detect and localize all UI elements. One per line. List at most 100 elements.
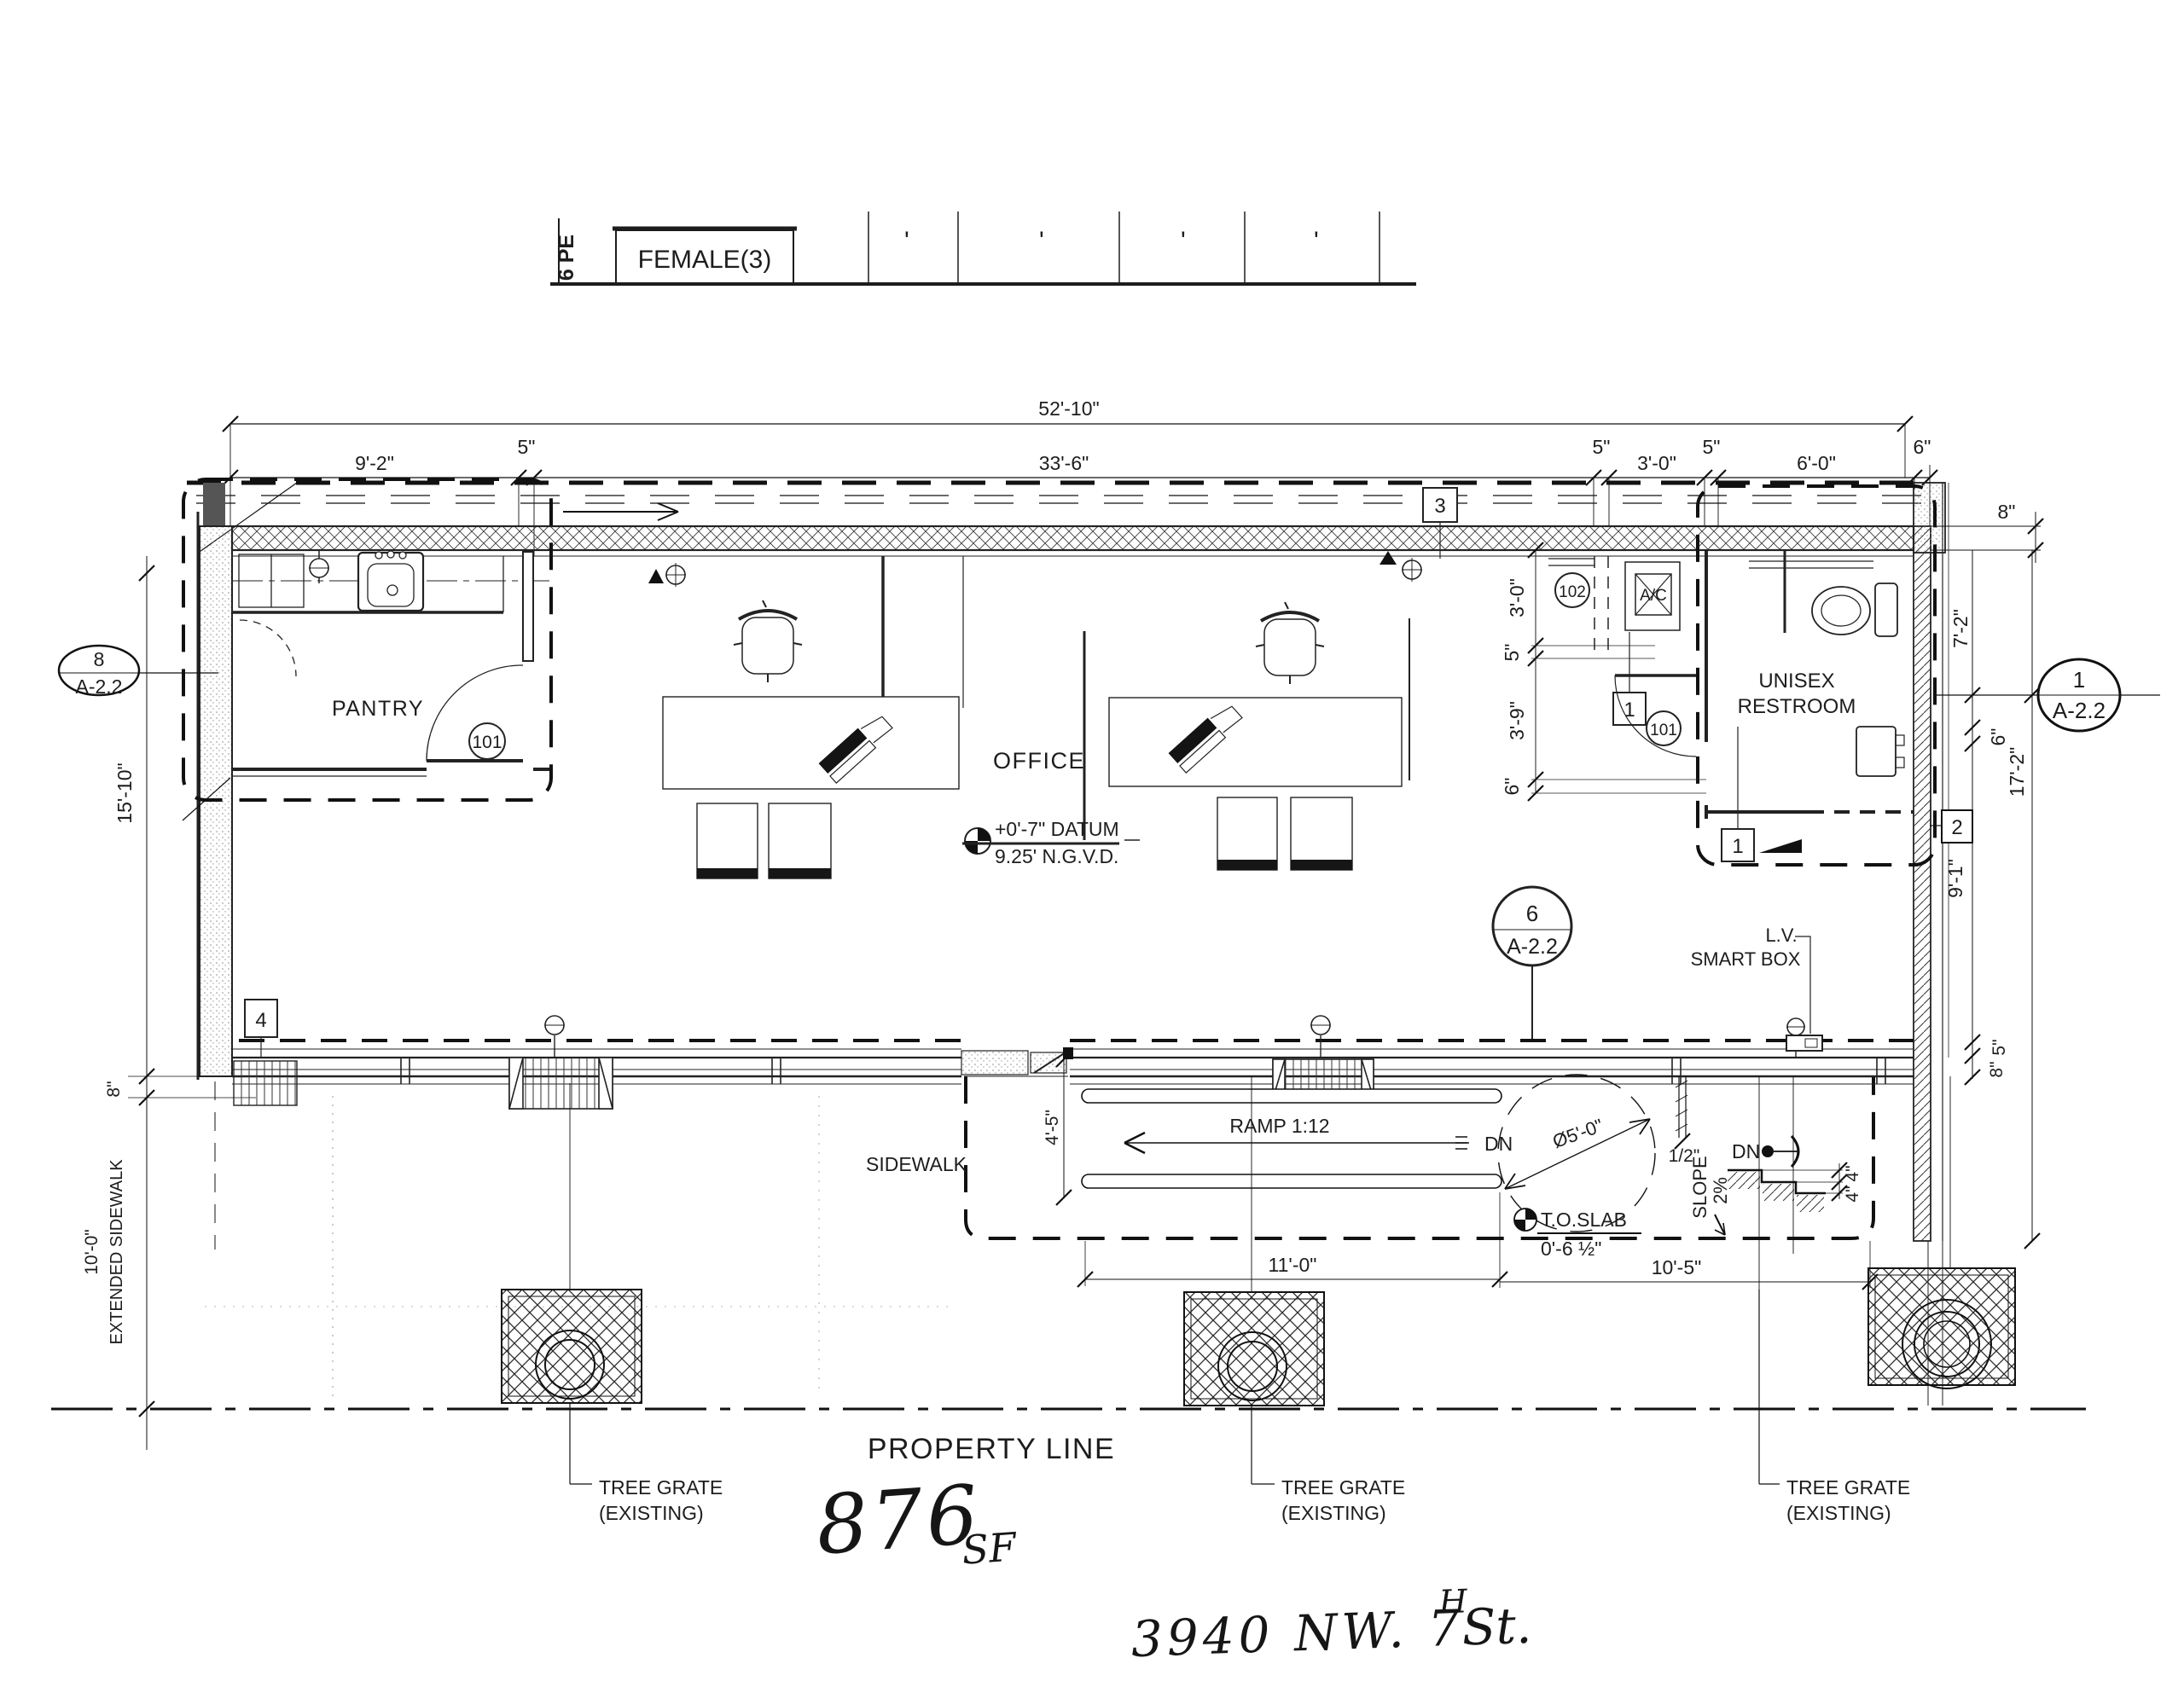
dim-l-wall: 8": [104, 1081, 124, 1097]
svg-text:1: 1: [1732, 835, 1743, 858]
svg-text:102: 102: [1559, 583, 1586, 601]
section-marker-8: 8 A-2.2: [57, 644, 218, 698]
dim-r-six: 6": [1987, 728, 2009, 746]
datum-marker: +0'-7" DATUM 9.25' N.G.V.D.: [962, 818, 1140, 867]
datum-line-2: 9.25' N.G.V.D.: [995, 845, 1118, 867]
dim-seg-4: 3'-0": [1637, 452, 1676, 474]
handwritten-address-tail: St.: [1461, 1597, 1533, 1657]
dn-label-2: DN: [1732, 1140, 1760, 1162]
restroom-area: UNISEX RESTROOM 102 A/C 1 101: [1501, 541, 1905, 862]
mullions: [400, 1058, 1886, 1084]
tree-grate-3: TREE GRATE (EXISTING): [1758, 1267, 2016, 1524]
window-sill-1: [508, 1057, 613, 1110]
site-area: TREE GRATE (EXISTING) TREE GRATE (EXISTI…: [51, 1076, 2086, 1524]
dim-r-restroom: 7'-2": [1949, 609, 1972, 648]
sink: [357, 550, 425, 612]
dim-seg-7: 6": [1914, 436, 1931, 458]
schedule-table: 6 PE FEMALE(3) ' ' ' ': [550, 212, 1416, 286]
dim-l-extwidth: 10'-0": [82, 1229, 102, 1275]
tree-grate-label-3b: (EXISTING): [1786, 1502, 1891, 1524]
east-wall: [1913, 525, 1931, 1242]
handwritten-notes: 876 SF 3940 NW. 7 H St.: [813, 1468, 1533, 1668]
faucet-symbol: [309, 550, 329, 583]
dim-seg-6: 6'-0": [1797, 452, 1836, 474]
svg-text:101: 101: [1650, 722, 1677, 739]
handwritten-address: 3940 NW. 7: [1130, 1598, 1465, 1668]
tree-grate-label-3a: TREE GRATE: [1786, 1476, 1910, 1499]
svg-text:A-2.2: A-2.2: [1507, 935, 1558, 959]
north-wall: [230, 525, 1915, 552]
expansion-joint: 1/2": [1669, 1076, 1700, 1166]
dn-steps: DN 4" 4": [1728, 1076, 1862, 1290]
tree-grate-label-1b: (EXISTING): [599, 1502, 704, 1524]
schedule-tick-2: ': [1039, 227, 1044, 255]
dim-riser-2: 4": [1843, 1186, 1862, 1202]
schedule-vertical-label: 6 PE: [555, 235, 578, 281]
dim-seg-3: 5": [1593, 436, 1611, 458]
right-dimensions: 8" 7'-2" 6" 9'-1" 5" 8" 17'-2" 1 A-2.2 2: [1930, 501, 2160, 1250]
pantry-label: PANTRY: [332, 697, 424, 721]
dim-r-walltop: 8": [1998, 501, 2016, 523]
sign-symbol-1: [544, 1015, 565, 1058]
ramp-label: RAMP 1:12: [1229, 1115, 1329, 1137]
svg-text:3: 3: [1434, 495, 1445, 518]
dim-landing: 10'-5": [1652, 1256, 1702, 1278]
lv-label-1: L.V.: [1765, 925, 1797, 946]
dim-rr-2: 3'-9": [1506, 701, 1528, 740]
tree-grate-label-2a: TREE GRATE: [1281, 1476, 1405, 1499]
svg-text:101: 101: [472, 733, 502, 752]
dim-front: 4'-5": [1043, 1110, 1062, 1145]
ramp-area: RAMP 1:12 DN Ø5'-0" T.O.SLAB 0'-6 ½" 1/2…: [866, 1050, 1879, 1291]
svg-text:A-2.2: A-2.2: [76, 675, 123, 698]
keynote-4: 4: [244, 999, 278, 1058]
scope-boundaries: [182, 478, 1937, 1240]
dim-r-wallbottom: 8": [1987, 1061, 2007, 1077]
dim-r-total: 17'-2": [2006, 747, 2028, 797]
left-dimensions: 8 A-2.2 15'-10" 8" 10'-0" EXTENDED SIDEW…: [57, 556, 256, 1450]
restroom-label-1: UNISEX: [1758, 670, 1834, 693]
slope-note: SLOPE 2%: [1689, 1156, 1731, 1236]
keynote-3: 3: [1422, 487, 1458, 559]
toilet: [1811, 583, 1898, 637]
lv-smart-box: L.V. SMART BOX: [1691, 925, 1823, 1052]
dim-r-five: 5": [1989, 1039, 2009, 1055]
keynote-2: 2: [1930, 809, 1973, 844]
tree-grate-1: TREE GRATE (EXISTING): [501, 1289, 723, 1524]
desk-2: [1108, 697, 1403, 787]
extended-sidewalk-label: EXTENDED SIDEWALK: [107, 1159, 126, 1345]
section-marker-1: 1 A-2.2: [1935, 658, 2160, 733]
supply-symbol-west: [648, 563, 686, 587]
ac-unit: A/C: [1624, 561, 1681, 631]
svg-text:2: 2: [1951, 816, 1962, 839]
dim-seg-1: 5": [518, 436, 536, 458]
dim-rr-3: 6": [1501, 778, 1523, 796]
dim-l-interior: 15'-10": [113, 762, 136, 823]
svg-text:8: 8: [94, 648, 105, 670]
schedule-tick-4: ': [1314, 227, 1319, 255]
slope-line-2: 2%: [1710, 1177, 1731, 1204]
door-tag-101b: 101: [1646, 710, 1682, 746]
top-dimensions: 52'-10" 9'-2" 5" 33'-6" 5" 3'-0" 5" 6'-0…: [221, 397, 1939, 556]
restroom-dim-chain: 3'-0" 5" 3'-9" 6": [1501, 541, 1706, 803]
sign-symbol-2: [1310, 1015, 1331, 1058]
dim-seg-0: 9'-2": [355, 452, 394, 474]
property-line-label: PROPERTY LINE: [868, 1433, 1115, 1465]
svg-text:1: 1: [2073, 667, 2085, 693]
svg-text:4: 4: [255, 1009, 266, 1032]
door-tag-101: 101: [468, 722, 506, 760]
schedule-tick-3: ': [1181, 227, 1186, 255]
schedule-cell-female: FEMALE(3): [638, 246, 772, 274]
dim-joint: 1/2": [1669, 1146, 1700, 1166]
desk-1: [662, 696, 960, 790]
schedule-tick-1: ': [904, 227, 909, 255]
door-tag-102: 102: [1554, 572, 1590, 608]
office-chair-1: [733, 600, 803, 682]
slope-line-1: SLOPE: [1689, 1156, 1711, 1218]
dim-seg-5: 5": [1703, 436, 1721, 458]
office-chair-2: [1255, 601, 1325, 684]
laptop-1: [818, 716, 893, 784]
svg-text:1: 1: [1623, 699, 1635, 722]
section-marker-6: 6 A-2.2: [1491, 885, 1573, 1039]
office-label: OFFICE: [993, 748, 1085, 774]
